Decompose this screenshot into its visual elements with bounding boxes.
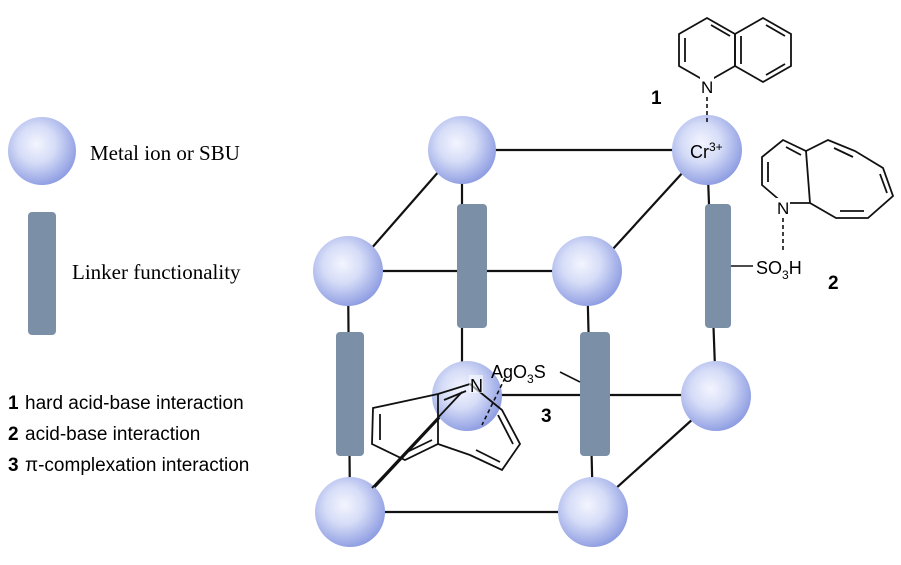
- metal-node-back-bottom-left: [432, 361, 502, 431]
- metal-node-back-bottom-right: [681, 361, 751, 431]
- nitrogen-label: N: [701, 78, 713, 97]
- edge-diag-top-right: [611, 169, 686, 251]
- legend-interaction-2: 2 acid-base interaction: [8, 424, 200, 445]
- legend-linker-label: Linker functionality: [72, 260, 241, 284]
- nitrogen-label-bg: [700, 77, 714, 95]
- pi-complex-bond-3: [481, 377, 506, 426]
- metal-node-front-top-right: [552, 236, 622, 306]
- metal-node-front-top-left: [313, 236, 383, 306]
- legend-linker-icon: [28, 212, 56, 335]
- linkers: [336, 204, 731, 456]
- site-3: N AgO3S 3: [371, 362, 581, 489]
- legend-interaction-text: acid-base interaction: [25, 424, 200, 445]
- legend-interaction-1: 1 hard acid-base interaction: [8, 393, 244, 414]
- metal-node-back-top-left: [428, 116, 496, 184]
- cube-edges: [346, 148, 718, 514]
- quinoline-molecule-2: [761, 138, 895, 219]
- site-1: N 1 Cr3+: [651, 16, 792, 162]
- legend-interaction-num: 1: [8, 393, 19, 414]
- so3h-label: SO3H: [756, 258, 802, 282]
- legend-metal-label: Metal ion or SBU: [90, 141, 240, 165]
- legend-interaction-text: π-complexation interaction: [25, 455, 249, 476]
- metal-node-cr: [672, 115, 742, 185]
- nitrogen-label: N: [470, 376, 483, 396]
- legend-interaction-num: 2: [8, 424, 19, 445]
- site-2: N SO3H 2: [731, 138, 895, 294]
- edge-diag-top-left: [369, 169, 441, 251]
- nitrogen-label-bg: [469, 375, 483, 393]
- ago3s-bond: [559, 371, 581, 383]
- legend-interaction-3: 3 π-complexation interaction: [8, 455, 249, 476]
- edge-diag-bottom-right: [613, 417, 695, 491]
- nitrogen-label: N: [777, 199, 789, 218]
- ago3s-label: AgO3S: [491, 362, 546, 386]
- linker-back-left: [457, 204, 487, 328]
- legend-metal-node-icon: [8, 117, 76, 185]
- site-2-number: 2: [828, 273, 839, 294]
- site-3-number: 3: [541, 406, 552, 427]
- metal-nodes: [313, 115, 751, 547]
- linker-back-right: [705, 204, 731, 328]
- cr-ion-label: Cr3+: [690, 140, 723, 162]
- legend-interaction-num: 3: [8, 455, 19, 476]
- legend: Metal ion or SBU Linker functionality 1 …: [8, 117, 249, 476]
- legend-interaction-text: hard acid-base interaction: [25, 393, 244, 414]
- quinoline-molecule-3: [371, 382, 522, 489]
- site-1-number: 1: [651, 88, 662, 109]
- quinoline-molecule-1: [678, 16, 792, 84]
- linker-front-right: [580, 332, 610, 456]
- metal-node-front-bottom-right: [558, 477, 628, 547]
- nitrogen-label-bg: [776, 198, 790, 216]
- metal-node-front-bottom-left: [315, 477, 385, 547]
- linker-front-left: [336, 332, 364, 456]
